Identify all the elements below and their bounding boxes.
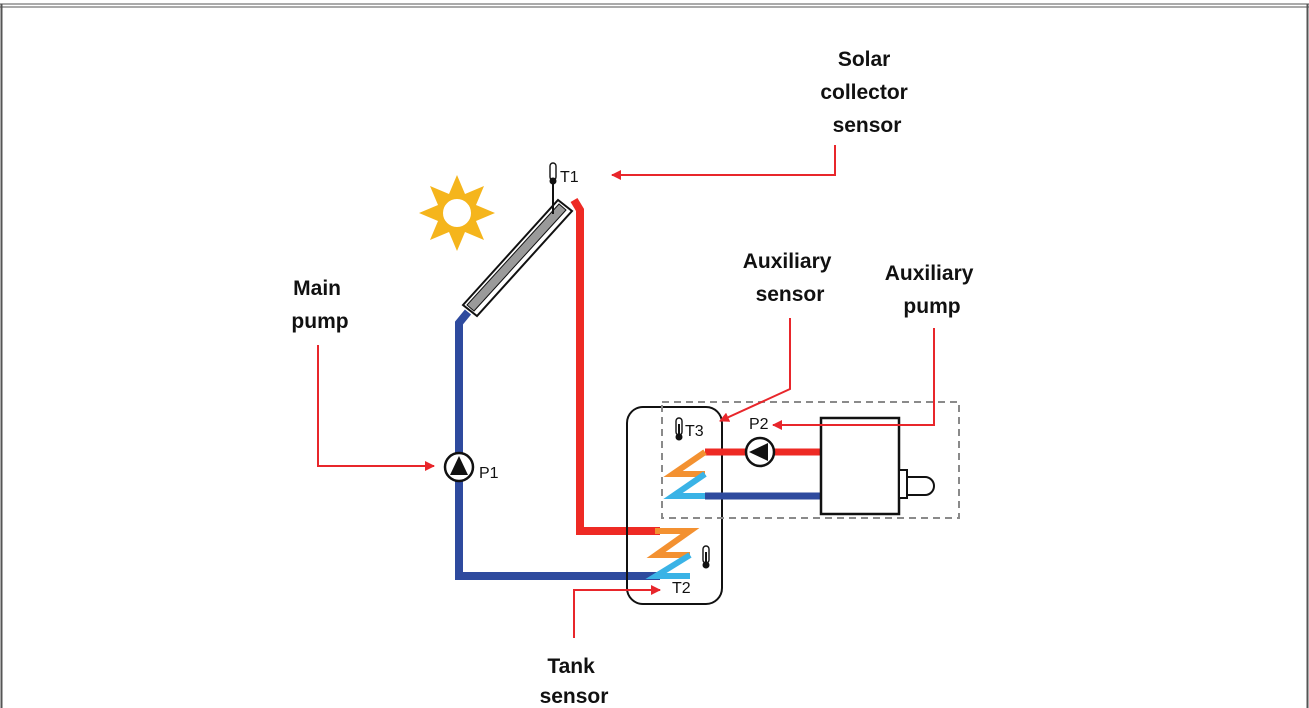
p1-tag: P1 [479, 465, 499, 482]
tank-sensor-arrow [573, 585, 661, 638]
solar-collector-sensor-label: Solar collector sensor [820, 48, 913, 137]
t3-thermometer-icon [675, 417, 683, 441]
sun-icon [419, 175, 495, 251]
auxiliary-heater-dashed-box [661, 401, 960, 519]
solar-collector-panel [461, 198, 574, 318]
tank-upper-coil [663, 449, 707, 499]
cold-return-pipe [455, 309, 660, 580]
t2-thermometer-icon [702, 545, 710, 569]
t3-tag: T3 [685, 423, 704, 440]
main-pump-arrow [317, 345, 435, 471]
auxiliary-sensor-label: Auxiliary sensor [743, 250, 838, 306]
t1-tag: T1 [560, 169, 579, 186]
auxiliary-boiler [819, 416, 935, 516]
p1-pump-icon [443, 451, 475, 483]
main-pump-label: Main pump [291, 277, 348, 333]
auxiliary-sensor-arrow [719, 318, 791, 422]
solar-collector-sensor-arrow [611, 145, 836, 180]
tank-sensor-label: Tank sensor [540, 655, 609, 708]
t1-thermometer-icon [549, 162, 557, 214]
auxiliary-pump-arrow [772, 328, 935, 430]
auxiliary-pump-label: Auxiliary pump [885, 262, 980, 318]
hot-flow-pipe [570, 197, 660, 535]
t2-tag: T2 [672, 580, 691, 597]
p2-tag: P2 [749, 416, 769, 433]
storage-tank [626, 406, 723, 605]
tank-lower-coil [645, 528, 700, 579]
p2-pump-icon [744, 436, 776, 468]
